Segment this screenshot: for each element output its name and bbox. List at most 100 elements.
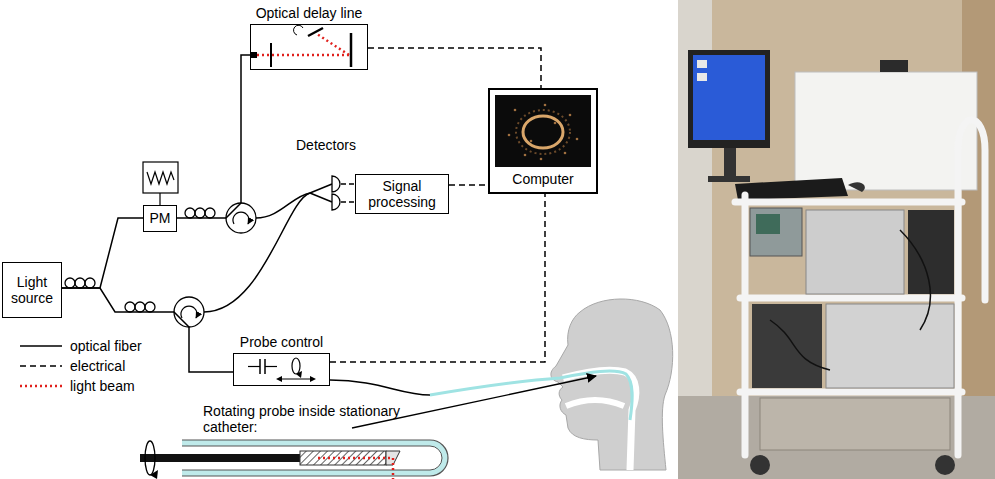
oct-image — [516, 110, 570, 154]
head-silhouette — [566, 400, 624, 406]
symbol — [270, 43, 272, 67]
symbol — [251, 25, 367, 69]
oct-image — [495, 95, 591, 167]
legend-label: electrical — [70, 358, 125, 374]
circulator — [226, 203, 256, 233]
legend-sample — [20, 365, 62, 367]
photo-oct-cart — [958, 120, 985, 300]
optical-fiber — [177, 55, 250, 218]
signal-generator — [159, 193, 160, 205]
head-silhouette — [430, 371, 632, 420]
photo-oct-cart — [880, 60, 908, 72]
circulator — [181, 306, 197, 318]
symbol — [265, 366, 277, 367]
circulator — [174, 297, 204, 327]
box-label: PM — [150, 210, 171, 226]
symbol — [234, 354, 329, 385]
oct-image — [569, 114, 572, 117]
legend-sample — [20, 385, 62, 388]
photo-oct-cart — [735, 178, 848, 200]
legend-sample — [18, 380, 64, 392]
fiber-coil — [75, 278, 85, 288]
symbol — [276, 376, 282, 382]
symbol — [257, 54, 349, 57]
catheter-illustration — [150, 470, 158, 479]
photo-oct-cart — [678, 396, 995, 479]
oct-image — [576, 138, 579, 141]
legend-row: optical fiber — [18, 336, 142, 356]
fiber-coil — [145, 302, 155, 312]
photo-oct-cart — [697, 73, 707, 81]
photo-oct-cart — [750, 455, 770, 475]
fiber-coil — [65, 208, 215, 312]
photo-oct-cart — [760, 398, 950, 450]
fiber-coil — [125, 302, 135, 312]
symbol — [278, 378, 314, 379]
fiber-coil — [195, 208, 205, 218]
probe-label: Rotating probe inside stationary cathete… — [203, 403, 403, 435]
detector-fiber — [204, 193, 310, 312]
detector-symbol — [332, 176, 340, 192]
light-source-box: Light source — [2, 262, 62, 318]
legend-label: optical fiber — [70, 338, 142, 354]
photo-oct-cart — [693, 55, 765, 140]
fiber-coil — [135, 302, 145, 312]
oct-image — [540, 158, 543, 161]
detector-label: Detectors — [296, 137, 356, 153]
oct-image — [554, 122, 557, 125]
photo-oct-cart — [756, 214, 780, 234]
legend: optical fiber electrical light beam — [18, 336, 142, 396]
legend-sample — [20, 345, 62, 347]
box-outline — [250, 24, 368, 70]
head-silhouette — [430, 299, 673, 470]
photo-oct-cart — [678, 0, 995, 479]
legend-row: electrical — [18, 356, 142, 376]
delay-line-box: Optical delay line — [250, 5, 368, 70]
computer-monitor: Computer — [488, 88, 598, 194]
legend-sample — [18, 340, 64, 352]
probe-fiber — [330, 380, 430, 395]
oct-image — [523, 116, 563, 148]
signal-processing-box: Signal processing — [355, 174, 449, 214]
box-heading: Optical delay line — [256, 5, 363, 21]
symbol — [317, 34, 349, 55]
fiber-coil — [205, 208, 215, 218]
symbol — [248, 366, 260, 367]
catheter-illustration — [392, 458, 395, 479]
box-outline — [233, 353, 330, 386]
photo-oct-cart — [735, 120, 985, 455]
head-silhouette — [563, 370, 636, 470]
box-label: Signal processing — [360, 178, 444, 210]
photo-oct-cart — [770, 230, 930, 370]
head-silhouette — [551, 299, 673, 470]
photo-oct-cart — [848, 182, 865, 192]
fiber-coil — [85, 278, 95, 288]
catheter-illustration — [145, 441, 155, 475]
photo-oct-cart — [750, 208, 802, 256]
legend-row: light beam — [18, 376, 142, 396]
oct-image — [530, 140, 533, 143]
catheter-illustration — [318, 457, 393, 460]
photo-oct-cart — [806, 210, 904, 294]
photo-oct-cart — [724, 148, 736, 178]
detector-fiber — [310, 193, 332, 202]
photo-oct-cart — [908, 210, 954, 294]
photo-oct-cart — [678, 0, 995, 479]
electrical-wire — [330, 194, 545, 362]
detector-fiber — [256, 193, 310, 218]
oct-image — [495, 95, 591, 167]
box-label: Light source — [7, 274, 57, 306]
fiber-coil — [185, 208, 195, 218]
symbol — [296, 371, 302, 378]
electrical-wire — [368, 48, 541, 88]
modulator-box: PM — [143, 205, 177, 232]
symbol — [350, 33, 353, 67]
signal-generator — [147, 172, 174, 184]
circulator — [174, 203, 256, 327]
detector-symbol — [332, 194, 340, 210]
catheter-illustration — [140, 440, 448, 479]
symbol — [251, 52, 257, 58]
circulator — [233, 212, 249, 224]
